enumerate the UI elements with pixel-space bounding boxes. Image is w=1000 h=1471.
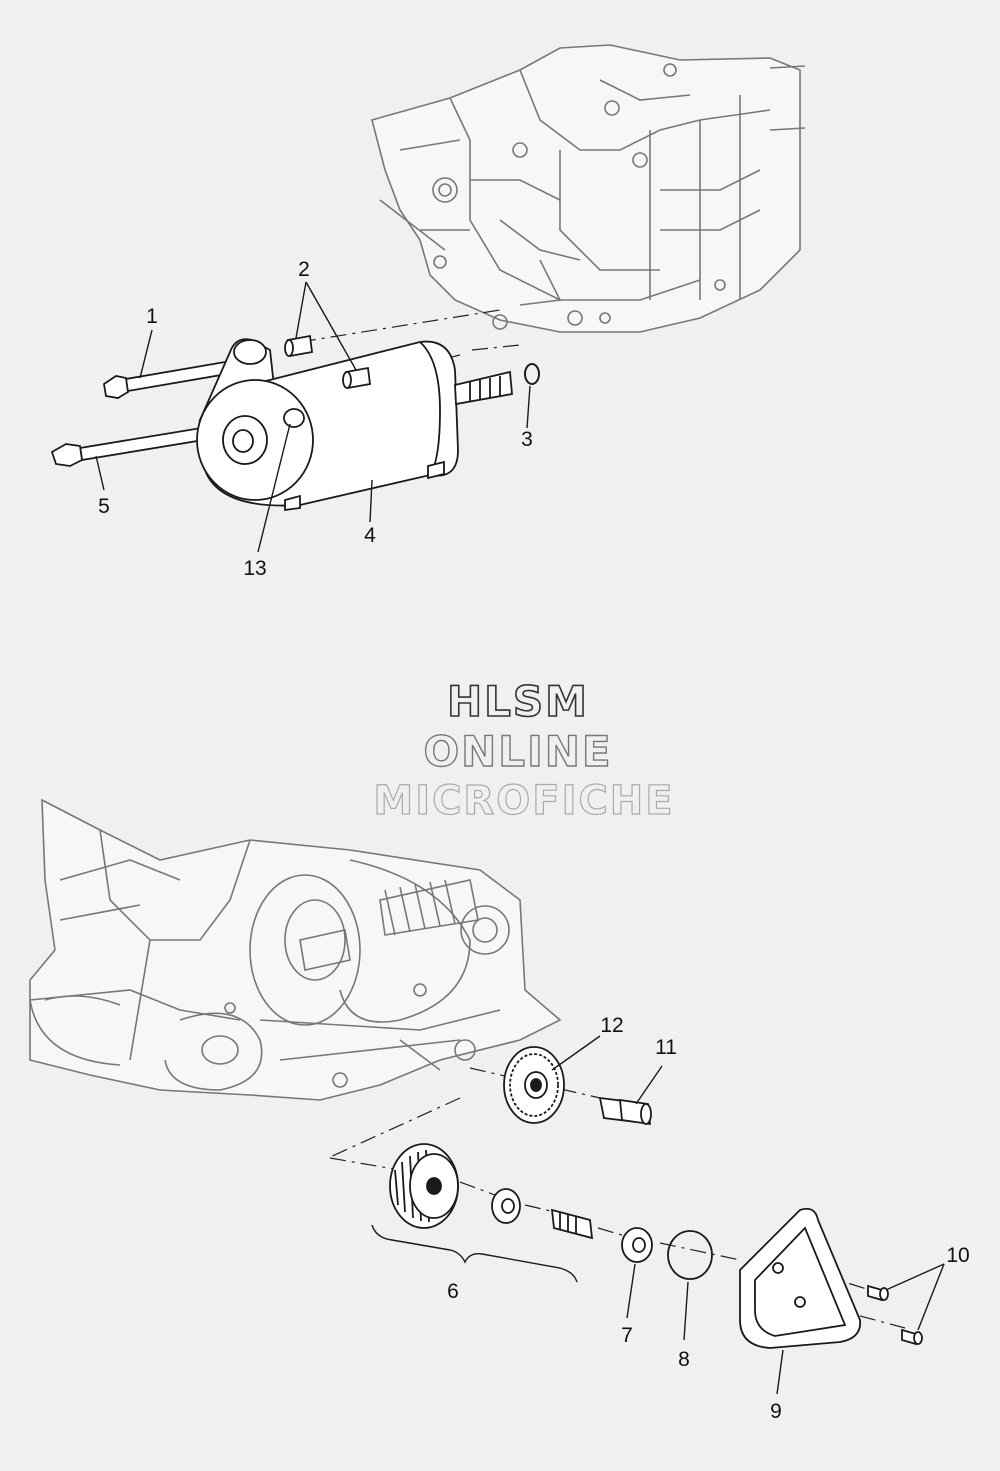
callout-9: 9 xyxy=(770,1400,782,1423)
leader-lines-bottom xyxy=(551,1035,945,1395)
leader-lines-top xyxy=(95,281,531,553)
callout-10: 10 xyxy=(946,1244,969,1267)
watermark-line-3: MICROFICHE xyxy=(373,778,674,824)
starter-motor xyxy=(50,334,513,512)
callout-7: 7 xyxy=(621,1324,633,1347)
callout-1: 1 xyxy=(146,305,158,328)
callout-2: 2 xyxy=(298,258,310,281)
callout-4: 4 xyxy=(364,524,376,547)
callout-5: 5 xyxy=(98,495,110,518)
bracket-6 xyxy=(371,1224,578,1283)
callout-12: 12 xyxy=(600,1014,623,1037)
callout-labels: 1 2 3 4 5 13 6 7 8 9 10 11 12 xyxy=(98,258,970,1423)
watermark-line-2: ONLINE xyxy=(423,727,612,776)
callout-11: 11 xyxy=(655,1036,677,1059)
crankcase-top xyxy=(371,44,806,333)
reduction-gears xyxy=(389,1046,923,1349)
o-ring-3 xyxy=(524,363,540,385)
watermark: HLSM ONLINE MICROFICHE xyxy=(373,676,674,824)
callout-13: 13 xyxy=(243,557,266,580)
callout-6: 6 xyxy=(447,1280,459,1303)
callout-3: 3 xyxy=(521,428,533,451)
o-ring-8 xyxy=(667,1230,713,1280)
callout-8: 8 xyxy=(678,1348,690,1371)
engine-bottom xyxy=(29,798,562,1101)
watermark-line-1: HLSM xyxy=(447,677,589,726)
